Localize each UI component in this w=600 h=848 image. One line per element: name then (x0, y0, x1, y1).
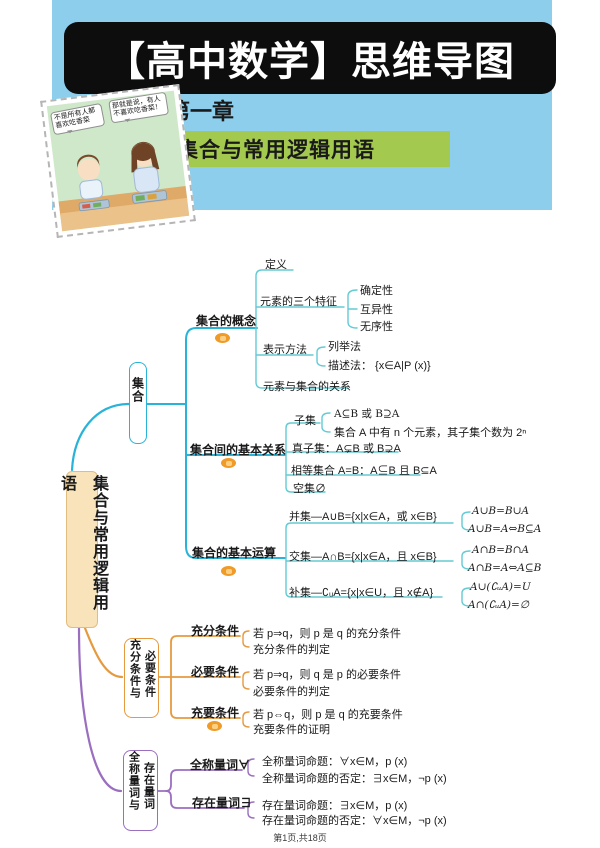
branch-node-set: 集合 (129, 362, 147, 444)
formula-subset: A⊆B 或 B⊇A (334, 408, 400, 420)
item-distinctness: 互异性 (360, 304, 393, 316)
topic-badge (215, 333, 230, 343)
item-representation: 表示方法 (263, 344, 307, 356)
root-node: 集合与常用逻辑用语 (58, 471, 107, 628)
topic-iff-condition: 充要条件 (191, 706, 240, 720)
comic-drawing (58, 141, 190, 232)
branch-quant-label-right: 存在量词 (142, 762, 155, 810)
comic-illustration: 不是所有人都喜欢吃香菜 那就是说，有人不喜欢吃香菜！ (40, 83, 196, 239)
item-enumeration: 列举法 (328, 341, 361, 353)
formula-complement-union: A∪(∁ᵤA)=U (470, 581, 531, 593)
topic-universal-quantifier: 全称量词∀ (190, 758, 251, 772)
branch-node-quantifiers: 全称量词与 存在量词 (123, 750, 158, 831)
item-description: 描述法： {x∈A|P (x)} (328, 360, 431, 372)
item-unorderedness: 无序性 (360, 321, 393, 333)
item-element-set-relation: 元素与集合的关系 (263, 381, 351, 393)
item-existential-proposition: 存在量词命题：∃x∈M，p (x) (262, 800, 408, 812)
topic-sufficient-condition: 充分条件 (191, 624, 240, 638)
item-sufficient-rule: 若 p⇒q，则 p 是 q 的充分条件 (253, 628, 401, 640)
branch-cond-label-left: 充分条件与 (128, 639, 141, 699)
item-subset-count: 集合 A 中有 n 个元素，其子集个数为 2ⁿ (334, 427, 527, 439)
item-determinacy: 确定性 (360, 285, 393, 297)
item-empty-set: 空集∅ (293, 483, 326, 495)
formula-complement-intersection: A∩(∁ᵤA)=∅ (468, 599, 529, 611)
item-iff-rule: 若 p⇔q，则 p 是 q 的充要条件 (253, 709, 403, 721)
formula-intersection-commutative: A∩B=B∩A (472, 544, 529, 556)
chapter-title: 集合与常用逻辑用语 (177, 139, 375, 162)
item-definition: 定义 (265, 259, 287, 271)
formula-union-commutative: A∪B=B∪A (472, 505, 529, 517)
page-title: 【高中数学】思维导图 (105, 40, 515, 84)
item-proper-subset: 真子集：A⊊B 或 B⊋A (292, 443, 401, 455)
item-universal-negation: 全称量词命题的否定：∃x∈M，¬p (x) (262, 773, 447, 785)
item-sufficient-judge: 充分条件的判定 (253, 644, 330, 656)
item-intersection: 交集—A∩B={x|x∈A，且 x∈B} (289, 551, 437, 563)
topic-set-operations: 集合的基本运算 (192, 546, 277, 560)
branch-node-conditions: 充分条件与 必要条件 (124, 638, 159, 718)
item-universal-proposition: 全称量词命题：∀x∈M，p (x) (262, 756, 408, 768)
branch-cond-label-right: 必要条件 (143, 650, 156, 698)
item-necessary-judge: 必要条件的判定 (253, 686, 330, 698)
topic-set-concept: 集合的概念 (196, 314, 257, 328)
branch-set-label: 集合 (130, 377, 145, 403)
topic-necessary-condition: 必要条件 (191, 665, 240, 679)
item-three-features: 元素的三个特征 (260, 296, 337, 308)
item-subset: 子集 (294, 415, 316, 427)
item-union: 并集—A∪B={x|x∈A，或 x∈B} (289, 511, 437, 523)
topic-badge (221, 566, 236, 576)
topic-set-relations: 集合间的基本关系 (190, 443, 287, 457)
item-complement: 补集—∁ᵤA={x|x∈U，且 x∉A} (289, 587, 434, 599)
item-necessary-rule: 若 p⇒q，则 q 是 p 的必要条件 (253, 669, 401, 681)
item-existential-negation: 存在量词命题的否定：∀x∈M，¬p (x) (262, 815, 447, 827)
formula-intersection-subset: A∩B=A⇔A⊆B (468, 562, 542, 574)
formula-union-subset: A∪B=A⇔B⊆A (468, 523, 542, 535)
comic-panel: 不是所有人都喜欢吃香菜 那就是说，有人不喜欢吃香菜！ (46, 90, 190, 232)
topic-existential-quantifier: 存在量词∃ (192, 796, 253, 810)
title-banner: 【高中数学】思维导图 (64, 22, 556, 94)
item-iff-proof: 充要条件的证明 (253, 724, 330, 736)
topic-badge (207, 721, 222, 731)
topic-badge (221, 458, 236, 468)
branch-quant-label-left: 全称量词与 (127, 751, 140, 811)
page-number: 第1页,共18页 (273, 833, 327, 843)
root-label: 集合与常用逻辑用语 (58, 475, 107, 611)
chapter-title-box: 集合与常用逻辑用语 (170, 131, 450, 167)
item-equal-sets: 相等集合 A=B：A⊆B 且 B⊆A (291, 465, 437, 477)
